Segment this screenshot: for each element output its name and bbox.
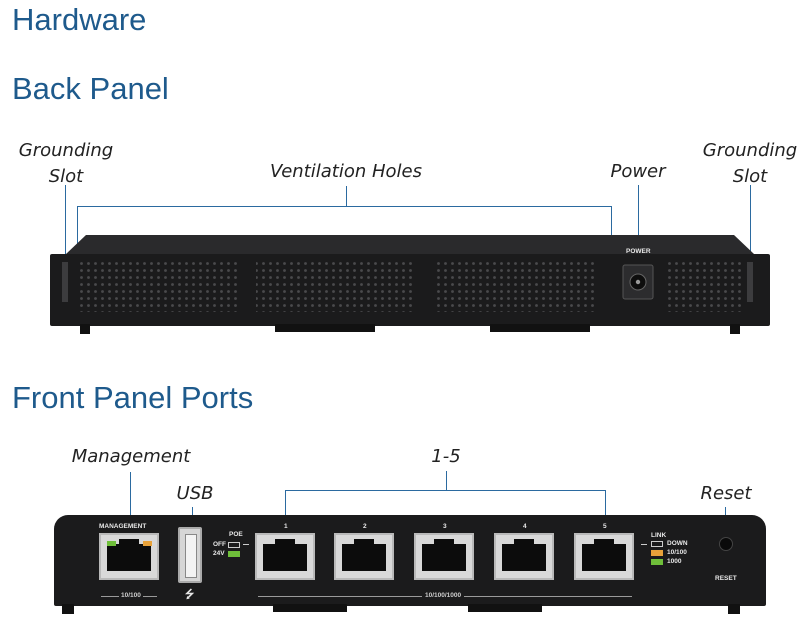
power-leader: [638, 185, 639, 265]
ports-bracket-top: [285, 490, 605, 491]
grounding-slot-right-label: Grounding Slot: [702, 140, 798, 187]
ports-speed-label: 10/100/1000: [422, 592, 465, 600]
link-legend-tick: [641, 544, 647, 545]
power-label: Power: [610, 161, 666, 182]
grounding-slot-left: [62, 262, 68, 302]
ventilation-holes: [256, 262, 416, 312]
grounding-slot-left-label: Grounding Slot: [18, 140, 114, 187]
front-panel-device: [54, 515, 766, 606]
ports-1-5-label: 1-5: [431, 446, 461, 467]
management-label: Management: [71, 446, 191, 467]
management-port[interactable]: [99, 533, 159, 580]
back-panel-foot: [275, 324, 375, 332]
front-panel-foot: [728, 604, 740, 614]
link-1000-label: 1000: [667, 558, 682, 565]
port-number-4: 4: [523, 523, 527, 530]
reset-port-label: RESET: [715, 575, 737, 582]
poe-off-led: [228, 542, 240, 548]
ventilation-bracket-center: [346, 186, 347, 207]
link-down-label: DOWN: [667, 540, 688, 547]
ventilation-bracket-top: [77, 206, 612, 207]
poe-24v-led: [228, 551, 240, 557]
back-panel-top-bevel: [66, 235, 754, 254]
grounding-left-leader: [65, 185, 66, 275]
port-number-5: 5: [603, 523, 607, 530]
reset-button[interactable]: [719, 537, 733, 551]
ventilation-holes: [434, 262, 594, 312]
front-panel-foot: [468, 604, 542, 612]
grounding-right-leader: [750, 185, 751, 275]
port-number-3: 3: [443, 523, 447, 530]
ethernet-port-4[interactable]: [494, 533, 554, 580]
ethernet-port-5[interactable]: [574, 533, 634, 580]
ventilation-bracket-left: [77, 206, 78, 279]
reset-label: Reset: [700, 483, 752, 504]
link-1000-led: [651, 559, 663, 565]
back-panel-foot: [80, 324, 90, 334]
poe-off-label: OFF: [213, 541, 226, 548]
management-link-led: [107, 541, 116, 546]
ports-bracket-center: [446, 471, 447, 491]
link-10-100-label: 10/100: [667, 549, 687, 556]
usb-port[interactable]: [178, 527, 202, 583]
power-jack-pin: [635, 279, 641, 285]
back-panel-device: [50, 235, 770, 334]
back-panel-heading: Back Panel: [12, 71, 169, 106]
link-10-100-led: [651, 550, 663, 556]
management-leader: [130, 472, 131, 550]
poe-off-tick: [243, 544, 249, 545]
ventilation-holes: [668, 262, 744, 312]
management-speed-label: 10/100: [119, 592, 143, 600]
ventilation-holes-label: Ventilation Holes: [269, 161, 423, 182]
ethernet-port-3[interactable]: [414, 533, 474, 580]
back-panel-foot: [490, 324, 590, 332]
port-number-1: 1: [284, 523, 288, 530]
poe-24v-label: 24V: [213, 550, 225, 557]
port-number-2: 2: [363, 523, 367, 530]
usb-label: USB: [176, 483, 214, 504]
link-legend-title: LINK: [651, 532, 667, 539]
management-activity-led: [143, 541, 152, 546]
front-panel-foot: [273, 604, 347, 612]
power-jack-label: POWER: [626, 248, 651, 255]
ethernet-port-1[interactable]: [255, 533, 315, 580]
front-panel-foot: [62, 604, 74, 614]
ethernet-port-2[interactable]: [334, 533, 394, 580]
front-panel-heading: Front Panel Ports: [12, 380, 254, 415]
management-port-label: MANAGEMENT: [99, 523, 147, 530]
grounding-slot-right: [747, 262, 753, 302]
page-title: Hardware: [12, 2, 147, 37]
ventilation-holes: [78, 262, 238, 312]
poe-label: POE: [229, 531, 243, 538]
link-down-led: [651, 541, 663, 547]
usb-icon: ⭍: [185, 589, 195, 601]
back-panel-foot: [730, 324, 740, 334]
